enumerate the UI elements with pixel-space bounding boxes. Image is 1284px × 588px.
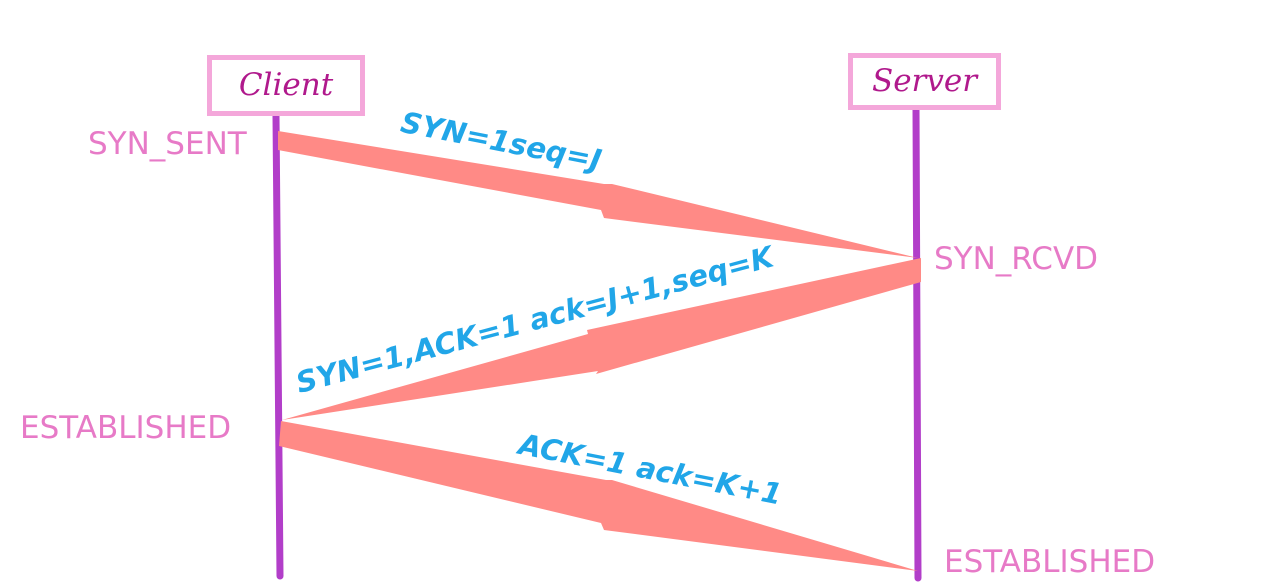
server-established-state: ESTABLISHED <box>944 544 1156 580</box>
server-syn-rcvd-state: SYN_RCVD <box>934 241 1099 277</box>
syn-ack-arrow <box>282 258 921 420</box>
client-participant-label: Client <box>238 67 334 103</box>
client-lifeline <box>272 112 284 580</box>
syn-arrow <box>278 131 918 258</box>
server-participant-label: Server <box>871 63 978 99</box>
client-participant-box: Client <box>207 55 365 116</box>
server-lifeline <box>912 104 922 582</box>
client-established-state: ESTABLISHED <box>20 410 232 446</box>
ack-arrow <box>279 421 918 571</box>
server-participant-box: Server <box>848 53 1001 110</box>
client-syn-sent-state: SYN_SENT <box>88 126 247 162</box>
